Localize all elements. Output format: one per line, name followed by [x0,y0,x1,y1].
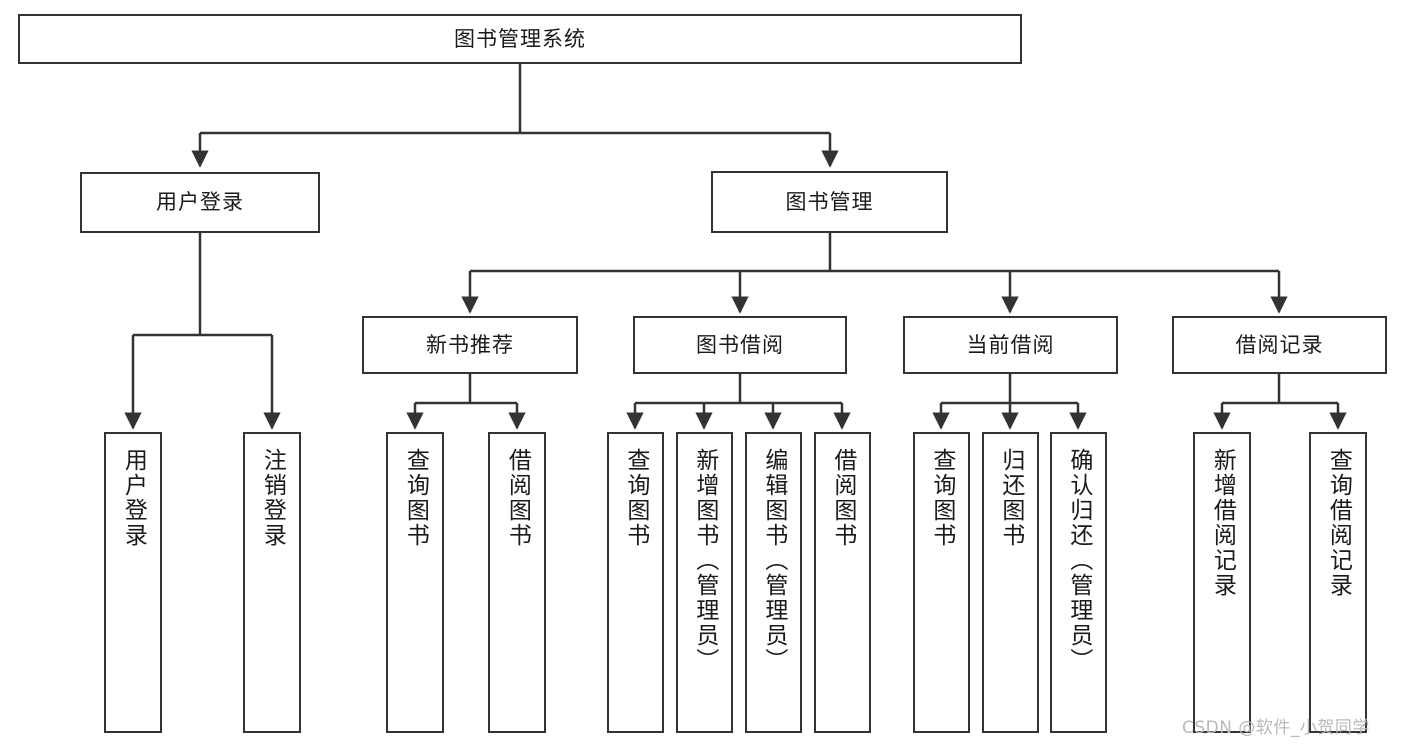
node-leaf-user-login-label: 用户登录 [120,448,147,548]
node-borrow-record[interactable]: 借阅记录 [1172,316,1387,374]
node-leaf-logout-login-label: 注销登录 [259,448,286,548]
node-leaf-query-record-label: 查询借阅记录 [1325,448,1352,598]
node-borrow-record-label: 借阅记录 [1235,332,1324,357]
node-book-borrow-label: 图书借阅 [696,332,784,357]
node-new-book-recommend-label: 新书推荐 [426,332,514,357]
node-root-label: 图书管理系统 [454,26,586,51]
node-leaf-query-book-1-label: 查询图书 [402,448,429,548]
node-leaf-add-book[interactable]: 新增图书（管理员） [676,432,733,733]
node-root[interactable]: 图书管理系统 [18,14,1022,64]
node-book-borrow[interactable]: 图书借阅 [633,316,847,374]
node-new-book-recommend[interactable]: 新书推荐 [362,316,578,374]
node-leaf-query-book-2-label: 查询图书 [622,448,649,548]
node-current-borrow-label: 当前借阅 [966,332,1055,357]
node-leaf-user-login[interactable]: 用户登录 [104,432,162,733]
node-leaf-return-book[interactable]: 归还图书 [982,432,1039,733]
node-leaf-borrow-book-2-label: 借阅图书 [829,448,856,548]
node-leaf-confirm-return-label: 确认归还（管理员） [1065,448,1092,673]
node-book-manage-label: 图书管理 [785,189,874,214]
node-leaf-borrow-book-1[interactable]: 借阅图书 [488,432,546,733]
node-book-manage[interactable]: 图书管理 [711,171,948,233]
node-leaf-add-record[interactable]: 新增借阅记录 [1193,432,1251,733]
csdn-watermark: CSDN @软件_小贺同学 [1182,718,1370,738]
node-leaf-edit-book[interactable]: 编辑图书（管理员） [745,432,802,733]
node-leaf-query-book-3[interactable]: 查询图书 [913,432,970,733]
node-leaf-logout-login[interactable]: 注销登录 [243,432,301,733]
node-leaf-query-book-2[interactable]: 查询图书 [607,432,664,733]
node-leaf-add-record-label: 新增借阅记录 [1209,448,1236,598]
node-leaf-add-book-label: 新增图书（管理员） [691,448,718,673]
node-user-login[interactable]: 用户登录 [80,172,320,233]
node-leaf-borrow-book-1-label: 借阅图书 [504,448,531,548]
node-leaf-return-book-label: 归还图书 [997,448,1024,548]
node-leaf-edit-book-label: 编辑图书（管理员） [760,448,787,673]
node-leaf-query-record[interactable]: 查询借阅记录 [1309,432,1367,733]
node-leaf-borrow-book-2[interactable]: 借阅图书 [814,432,871,733]
node-leaf-confirm-return[interactable]: 确认归还（管理员） [1050,432,1107,733]
node-current-borrow[interactable]: 当前借阅 [903,316,1118,374]
node-user-login-label: 用户登录 [156,190,244,215]
node-leaf-query-book-3-label: 查询图书 [928,448,955,548]
node-leaf-query-book-1[interactable]: 查询图书 [386,432,444,733]
